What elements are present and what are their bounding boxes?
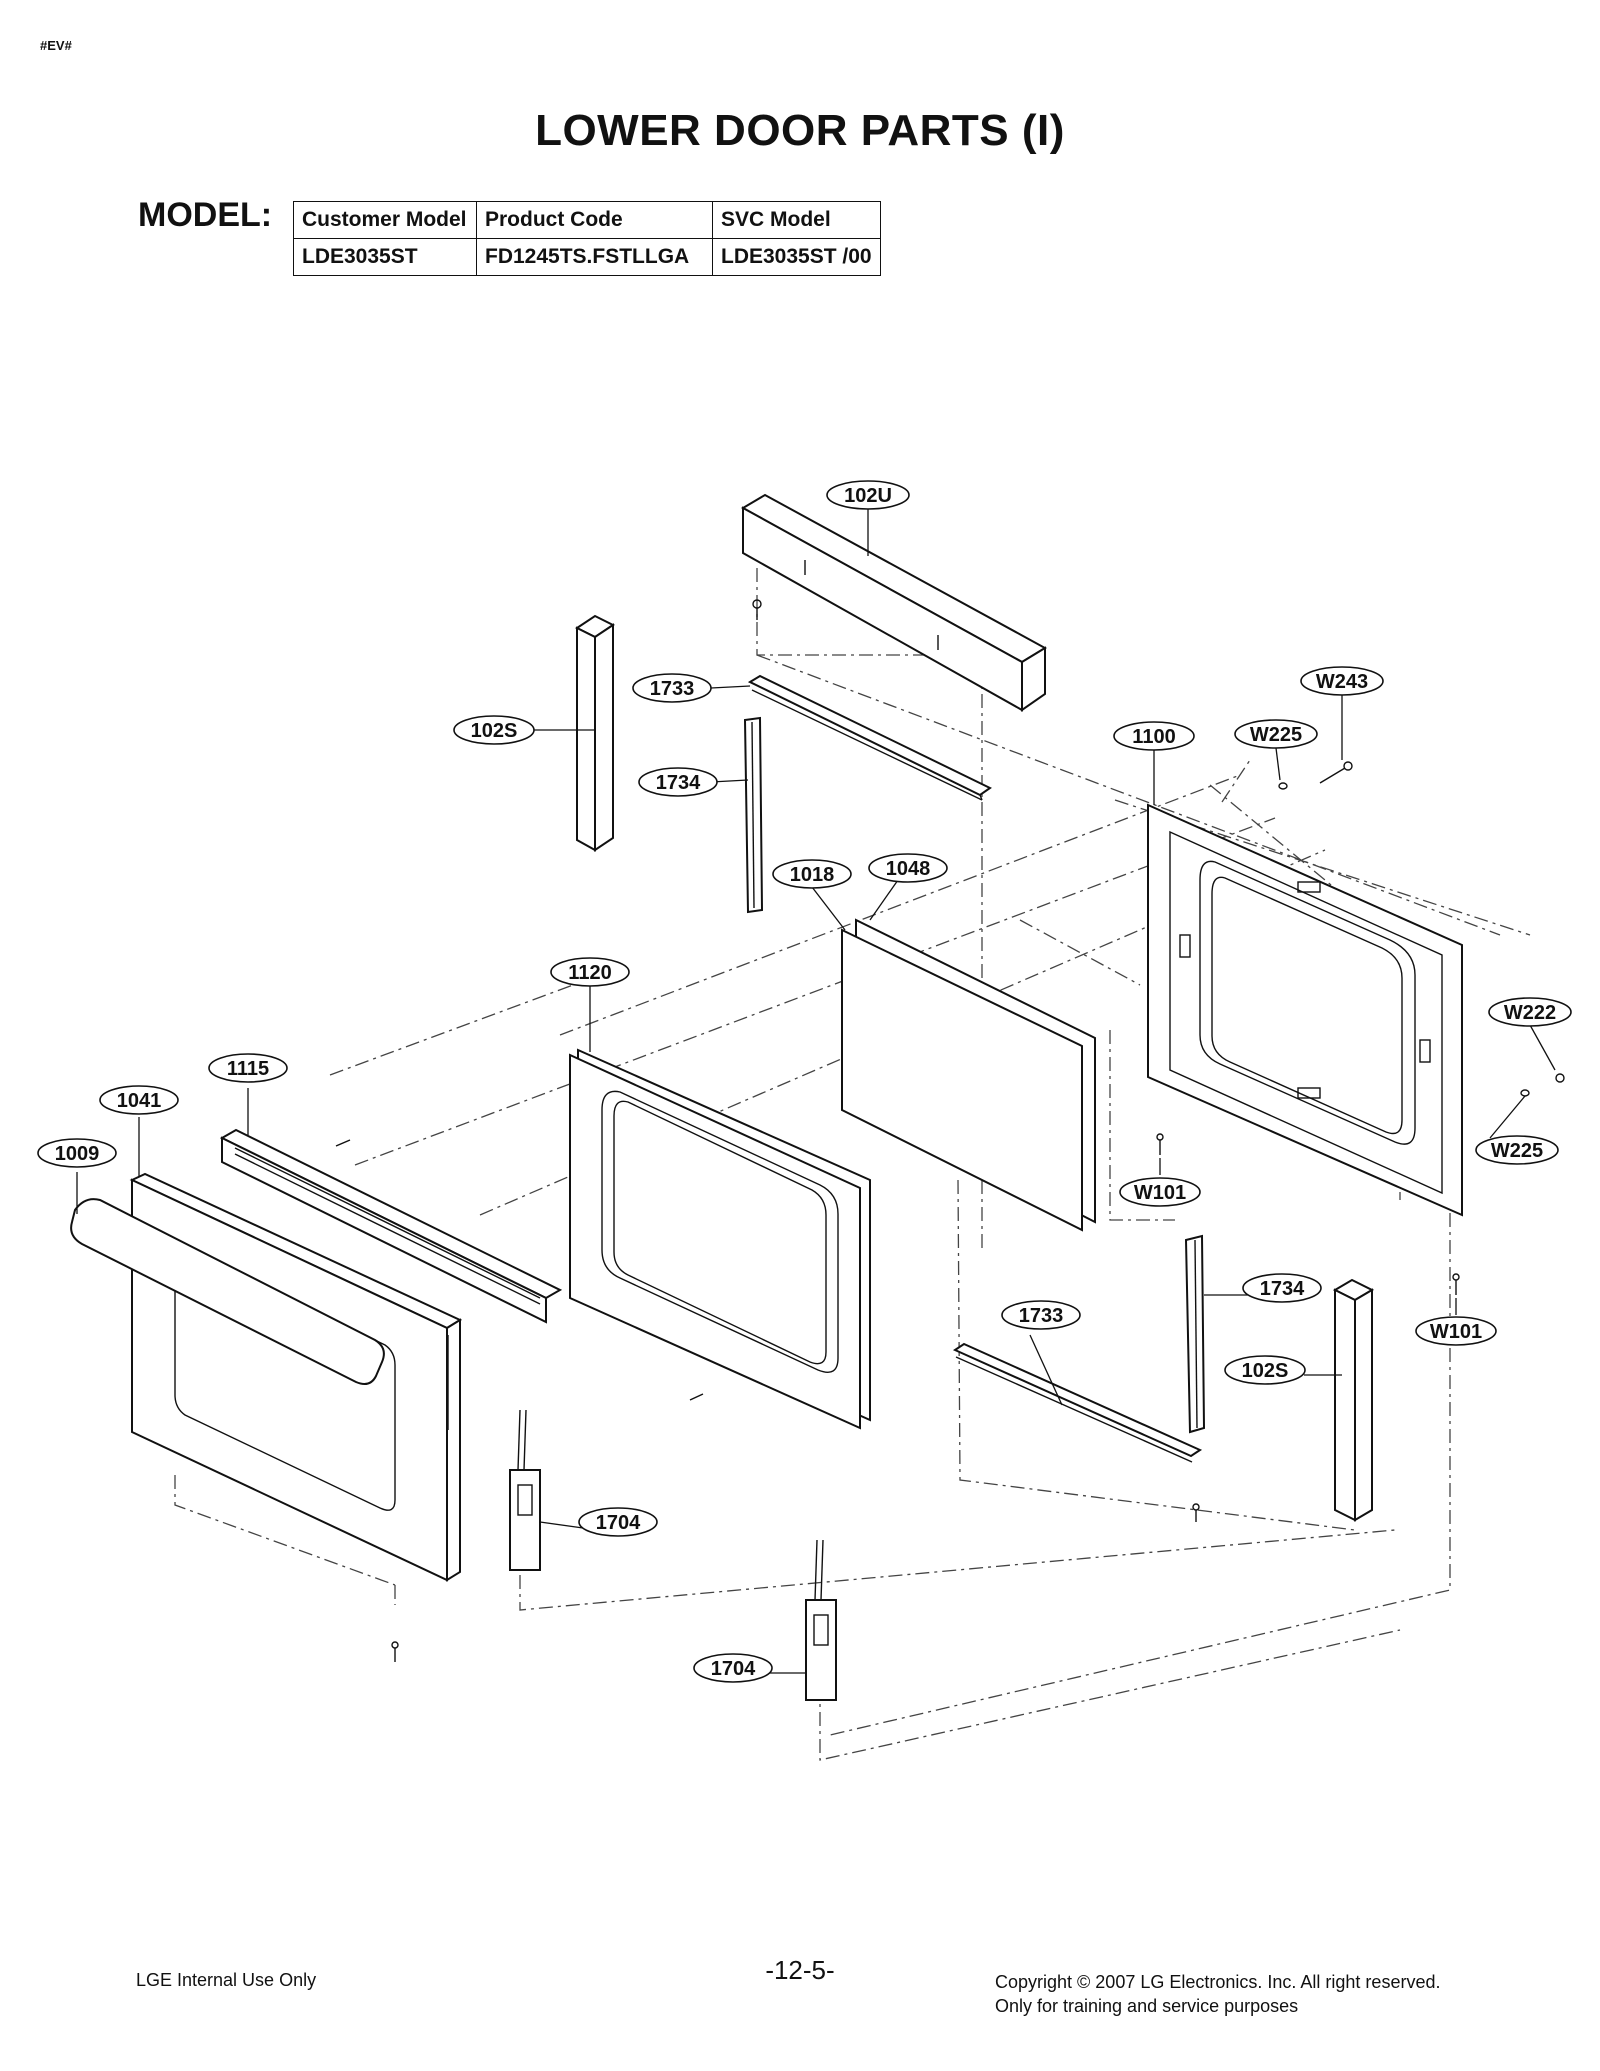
header-product-code: Product Code — [476, 201, 713, 239]
svg-text:1041: 1041 — [117, 1090, 162, 1112]
callout-1733-bottom: 1733 — [1001, 1300, 1081, 1330]
svg-text:W225: W225 — [1250, 724, 1302, 746]
callout-1734-left: 1734 — [638, 767, 718, 797]
part-1704-hinge-b — [805, 1539, 837, 1701]
part-1018-1048-glass — [841, 918, 1096, 1232]
assembly-lines — [174, 568, 1531, 1761]
callout-W225-top: W225 — [1234, 719, 1318, 749]
document-tag: #EV# — [40, 38, 72, 53]
screw-icon — [1278, 761, 1353, 790]
header-customer-model: Customer Model — [293, 201, 477, 239]
svg-text:W225: W225 — [1491, 1140, 1543, 1162]
callout-1704-upper: 1704 — [578, 1507, 658, 1537]
model-table: Customer Model Product Code SVC Model LD… — [293, 201, 881, 276]
callout-W101-center: W101 — [1119, 1177, 1201, 1207]
part-1704-hinge-a — [509, 1409, 541, 1571]
model-table-row: LDE3035ST FD1245TS.FSTLLGA LDE3035ST /00 — [293, 238, 881, 276]
cell-svc-model: LDE3035ST /00 — [712, 238, 881, 276]
svg-text:102U: 102U — [844, 485, 892, 507]
callout-1115: 1115 — [208, 1053, 288, 1083]
svg-text:1733: 1733 — [1019, 1305, 1064, 1327]
callout-W225-right: W225 — [1475, 1135, 1559, 1165]
page-title: LOWER DOOR PARTS (I) — [535, 106, 1065, 155]
svg-text:1100: 1100 — [1132, 726, 1175, 748]
callout-102S-left: 102S — [453, 715, 535, 745]
svg-text:W101: W101 — [1430, 1321, 1482, 1343]
callout-102S-right: 102S — [1224, 1355, 1306, 1385]
part-1009-handle — [70, 1198, 385, 1385]
callout-1100: 1100 — [1113, 721, 1195, 751]
svg-text:W101: W101 — [1134, 1182, 1186, 1204]
screw-icon — [1156, 1133, 1460, 1295]
svg-text:W222: W222 — [1504, 1002, 1556, 1024]
screw-icon — [391, 1641, 399, 1662]
usage-note: Only for training and service purposes — [995, 1996, 1299, 2016]
callout-1048: 1048 — [868, 853, 948, 883]
part-1734-left-vertical-channel — [743, 716, 764, 914]
callout-W222: W222 — [1488, 997, 1572, 1027]
svg-text:1734: 1734 — [1260, 1278, 1305, 1300]
callout-W243: W243 — [1300, 666, 1384, 696]
model-table-header: Customer Model Product Code SVC Model — [293, 201, 881, 239]
callout-1041: 1041 — [99, 1085, 179, 1115]
callout-1009: 1009 — [37, 1138, 117, 1168]
screw-icon — [1192, 1503, 1200, 1522]
cell-product-code: FD1245TS.FSTLLGA — [476, 238, 713, 276]
svg-text:1734: 1734 — [656, 772, 701, 794]
screw-icon — [1520, 1073, 1565, 1097]
callout-1734-right: 1734 — [1242, 1273, 1322, 1303]
part-1733-bottom-channel — [952, 1342, 1203, 1463]
page-number: -12-5- — [765, 1955, 835, 1985]
part-1120-door-liner — [569, 1048, 871, 1430]
svg-text:1048: 1048 — [886, 858, 931, 880]
svg-text:1018: 1018 — [790, 864, 835, 886]
copyright-line: Copyright © 2007 LG Electronics. Inc. Al… — [995, 1972, 1441, 1992]
part-1733-top-channel — [747, 674, 992, 801]
part-1734-right-vertical-channel — [1184, 1234, 1206, 1434]
part-102S-left-side-trim — [575, 614, 615, 852]
svg-text:1115: 1115 — [227, 1058, 269, 1080]
svg-text:102S: 102S — [471, 720, 518, 742]
part-1115-vent-strip — [219, 1128, 563, 1324]
svg-text:1704: 1704 — [596, 1512, 641, 1534]
cell-customer-model: LDE3035ST — [293, 238, 477, 276]
footer-copyright: Copyright © 2007 LG Electronics. Inc. Al… — [995, 1970, 1440, 2018]
part-1100-inner-frame — [1147, 803, 1463, 1217]
callout-1704-lower: 1704 — [693, 1653, 773, 1683]
svg-text:102S: 102S — [1242, 1360, 1289, 1382]
callout-W101-right: W101 — [1415, 1316, 1497, 1346]
part-102S-right-side-trim — [1332, 1278, 1375, 1522]
callout-102U: 102U — [826, 480, 910, 510]
screw-icon — [752, 599, 762, 620]
model-label: MODEL: — [138, 196, 273, 234]
callout-1018: 1018 — [772, 859, 852, 889]
header-svc-model: SVC Model — [712, 201, 881, 239]
svg-text:1120: 1120 — [568, 962, 611, 984]
part-102U-top-trim — [740, 493, 1047, 712]
callout-1733-top: 1733 — [632, 673, 712, 703]
callout-1120: 1120 — [550, 957, 630, 987]
screw-icon — [335, 1139, 704, 1401]
svg-text:1733: 1733 — [650, 678, 695, 700]
leader-lines — [76, 508, 1556, 1674]
svg-text:W243: W243 — [1316, 671, 1368, 693]
svg-text:1009: 1009 — [55, 1143, 100, 1165]
footer-internal-use: LGE Internal Use Only — [136, 1970, 317, 1990]
svg-text:1704: 1704 — [711, 1658, 756, 1680]
